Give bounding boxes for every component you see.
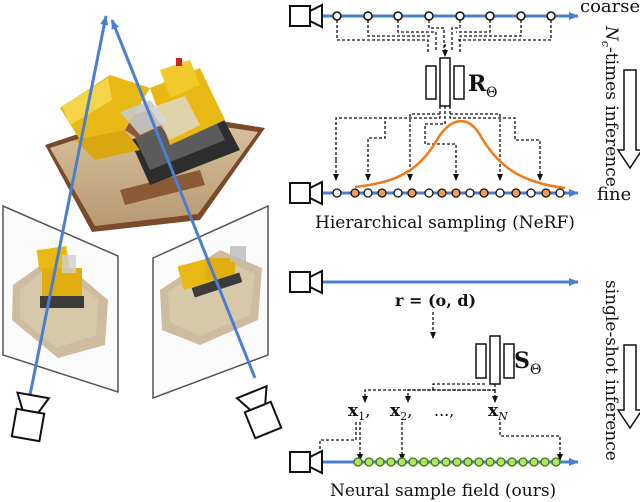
down-arrow-icon: [616, 69, 640, 170]
nsf-caption: Neural sample field (ours): [330, 481, 556, 501]
ray-left-camera: [28, 15, 109, 396]
ray-right-camera: [110, 19, 257, 379]
hierarchical-sampling-panel: coarse R Θ: [289, 0, 640, 233]
density-curve: [354, 119, 566, 190]
sample-outputs: x1, x2, ..., xN: [348, 401, 508, 423]
svg-text:...,: ...,: [434, 401, 454, 420]
network-s-theta: [475, 335, 515, 385]
svg-text:Θ: Θ: [486, 85, 497, 101]
network-r-theta: [425, 57, 465, 107]
svg-text:Θ: Θ: [530, 362, 541, 378]
neural-sample-field-panel: r = (o, d) S Θ x1, x2, ..., xN: [289, 269, 640, 501]
svg-text:single-shot inference: single-shot inference: [601, 280, 621, 461]
ray-equation: r = (o, d): [395, 291, 476, 310]
s-theta-label: S: [514, 348, 530, 374]
bulldozer-model: [45, 58, 265, 232]
down-arrow-icon-2: [616, 344, 640, 430]
network-to-outputs-connectors: [362, 383, 498, 403]
left-image-plane: [2, 204, 119, 394]
camera-right-icon: [235, 384, 283, 440]
svg-text:xN: xN: [488, 401, 508, 423]
svg-text:Nc-times inference: Nc-times inference: [599, 25, 621, 187]
camera-nsf-icon: [289, 269, 323, 295]
coarse-label: coarse: [580, 0, 640, 17]
neural-sample-points: [353, 457, 561, 467]
fine-label: fine: [597, 184, 631, 205]
nc-times-inference: Nc-times inference: [599, 25, 640, 187]
hierarchical-caption: Hierarchical sampling (NeRF): [315, 213, 575, 233]
network-to-fine-connectors: [333, 106, 543, 181]
coarse-to-network-connectors: [336, 20, 552, 52]
single-shot-inference: single-shot inference: [601, 280, 640, 461]
camera-output-icon: [289, 449, 323, 475]
camera-left-icon: [10, 391, 51, 443]
camera-fine-icon: [289, 180, 323, 206]
outputs-to-samples-connectors: [317, 422, 563, 461]
scene-illustration: [2, 15, 283, 443]
svg-text:x1,: x1,: [348, 401, 371, 423]
fine-sample-points: [332, 188, 565, 198]
r-theta-label: R: [468, 71, 487, 97]
right-image-plane: [152, 204, 269, 400]
camera-top-icon: [289, 3, 323, 29]
svg-text:x2,: x2,: [390, 401, 413, 423]
